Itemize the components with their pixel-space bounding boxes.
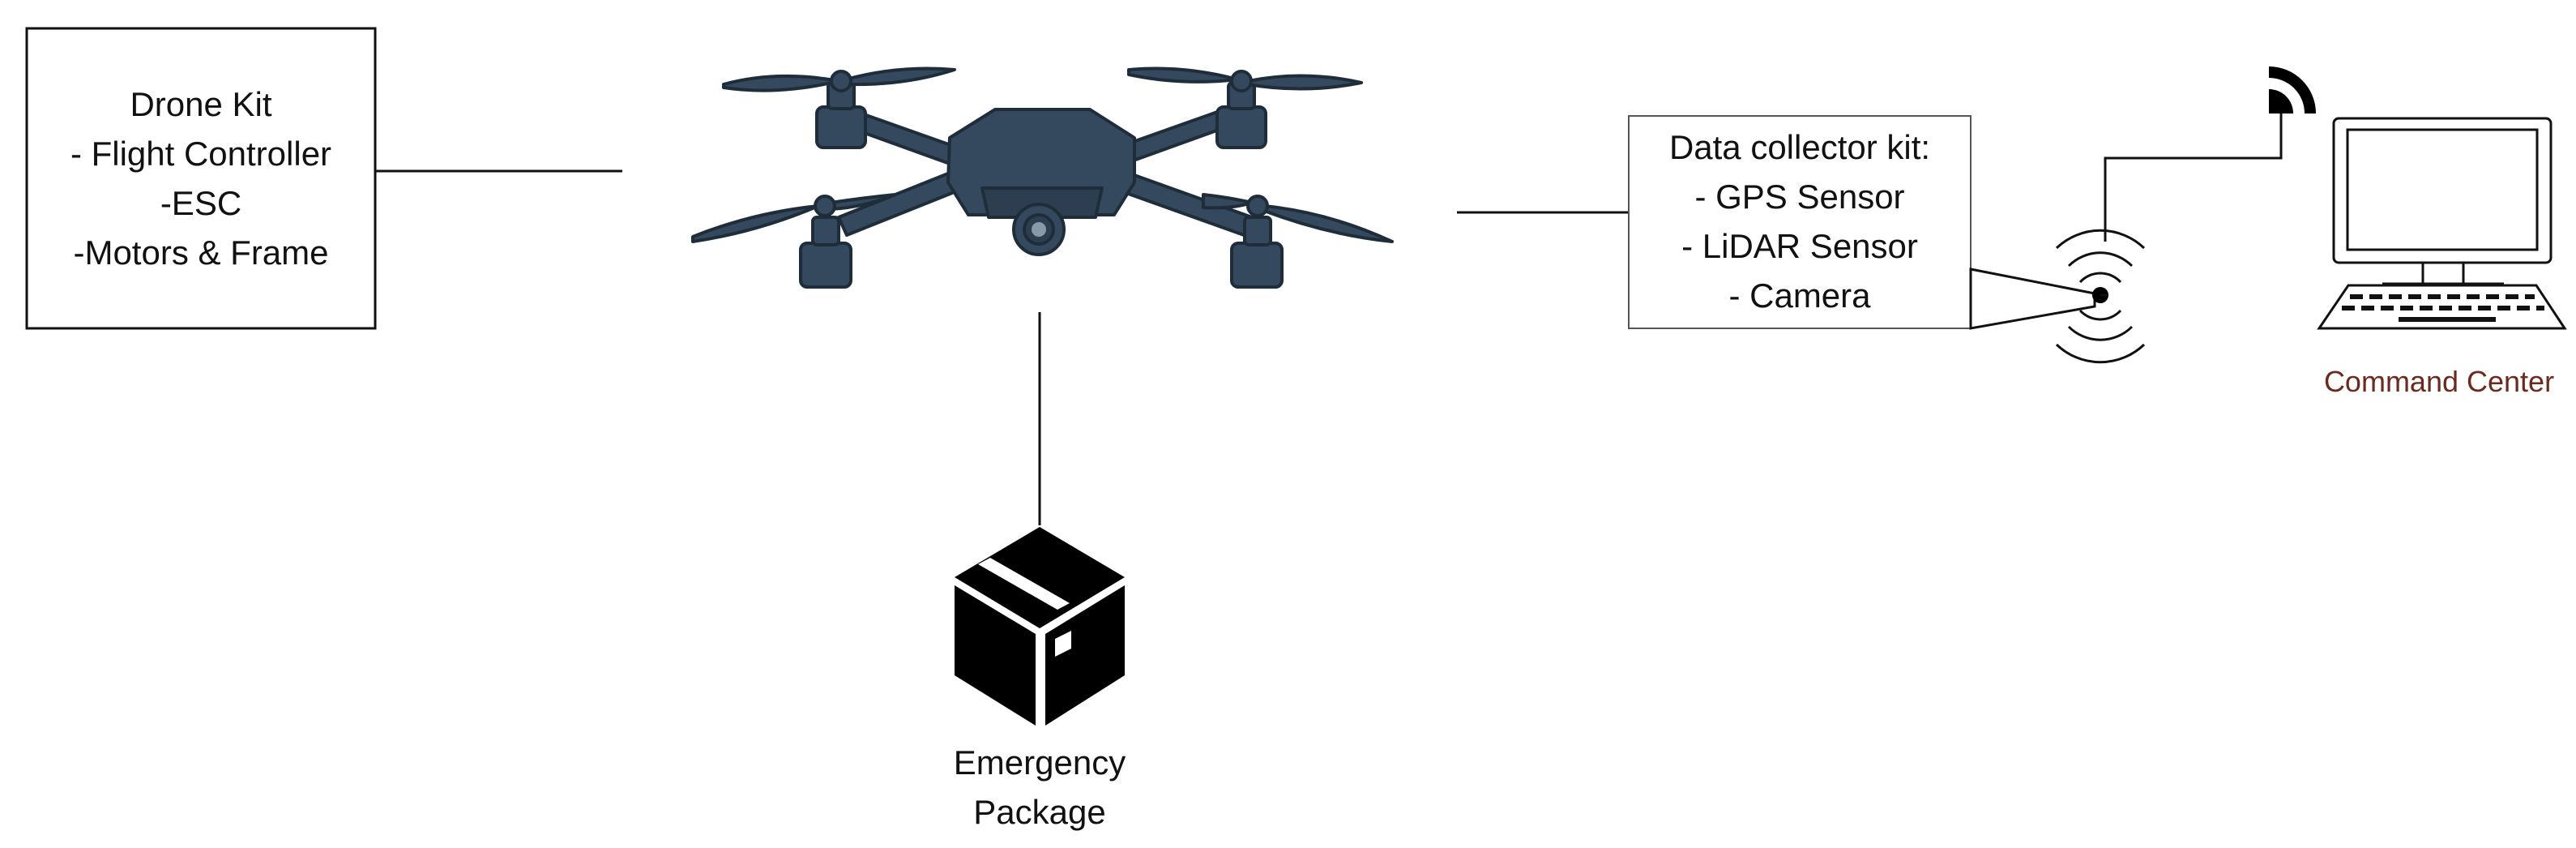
drone-kit-item-esc: -ESC bbox=[160, 184, 241, 222]
drone-kit-item-motors-frame: -Motors & Frame bbox=[73, 233, 328, 272]
desktop-computer-icon bbox=[2317, 117, 2567, 330]
connector-antenna-to-command-center bbox=[2104, 93, 2283, 242]
drone-kit-item-flight-controller: - Flight Controller bbox=[70, 135, 331, 173]
wifi-signal-icon bbox=[2269, 66, 2316, 113]
data-collector-kit-node: Data collector kit: - GPS Sensor - LiDAR… bbox=[1628, 115, 1972, 329]
data-collector-item-camera: - Camera bbox=[1728, 276, 1871, 315]
data-collector-title: Data collector kit: bbox=[1669, 128, 1930, 166]
package-box-icon bbox=[955, 527, 1125, 726]
broadcast-antenna-icon bbox=[1969, 229, 2146, 364]
emergency-package-label-line-1: Emergency bbox=[954, 743, 1126, 782]
command-center-label: Command Center bbox=[2324, 365, 2554, 398]
emergency-package-label-line-2: Package bbox=[973, 793, 1105, 831]
data-collector-item-gps: - GPS Sensor bbox=[1694, 178, 1904, 216]
drone-kit-title: Drone Kit bbox=[130, 85, 271, 123]
drone-icon bbox=[691, 66, 1394, 289]
data-collector-item-lidar: - LiDAR Sensor bbox=[1681, 227, 1918, 265]
drone-kit-node: Drone Kit - Flight Controller -ESC -Moto… bbox=[25, 27, 377, 330]
